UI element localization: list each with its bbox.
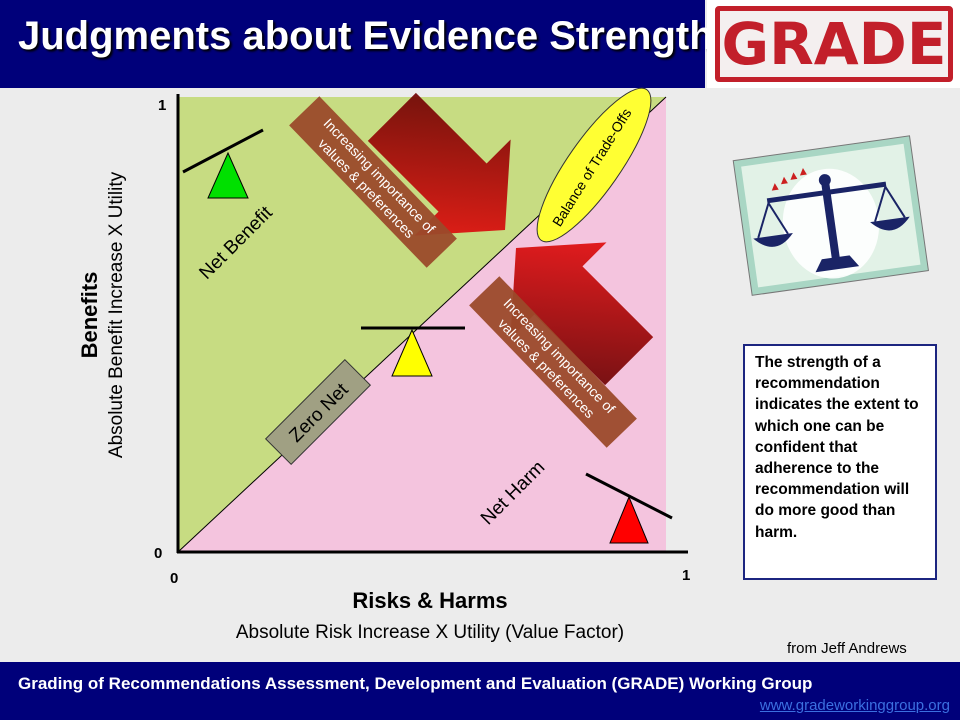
footer-text: Grading of Recommendations Assessment, D… xyxy=(18,674,813,693)
footer-bar: Grading of Recommendations Assessment, D… xyxy=(0,662,960,720)
triangle-green-icon xyxy=(207,151,249,199)
tick-x-left: 0 xyxy=(170,570,178,587)
header-bar: Judgments about Evidence Strength xyxy=(0,0,714,88)
y-axis-title: Benefits xyxy=(77,272,102,359)
x-axis-title: Risks & Harms xyxy=(352,588,507,613)
arrow-upper xyxy=(367,92,511,236)
grade-logo-text: GRADE xyxy=(721,10,947,78)
scales-icon xyxy=(732,135,929,296)
tick-y-top: 1 xyxy=(158,97,166,114)
page-title: Judgments about Evidence Strength xyxy=(18,14,714,58)
x-axis-subtitle: Absolute Risk Increase X Utility (Value … xyxy=(236,622,624,643)
footer-link[interactable]: www.gradeworkinggroup.org xyxy=(759,697,950,714)
triangle-red-icon xyxy=(609,495,649,544)
triangle-yellow-icon xyxy=(391,328,433,377)
balance-ellipse xyxy=(536,87,652,243)
grade-logo-stamp: GRADE xyxy=(715,6,953,82)
seesaw-benefit-beam xyxy=(182,128,264,174)
tick-x-right: 1 xyxy=(682,567,690,584)
tick-y-bottom: 0 xyxy=(154,545,162,562)
grade-logo: GRADE xyxy=(707,0,960,88)
credit-text: from Jeff Andrews xyxy=(787,640,907,657)
strength-definition-box: The strength of a recommendation indicat… xyxy=(743,344,937,580)
arrow-lower xyxy=(510,242,654,386)
y-axis-subtitle: Absolute Benefit Increase X Utility xyxy=(106,171,127,458)
